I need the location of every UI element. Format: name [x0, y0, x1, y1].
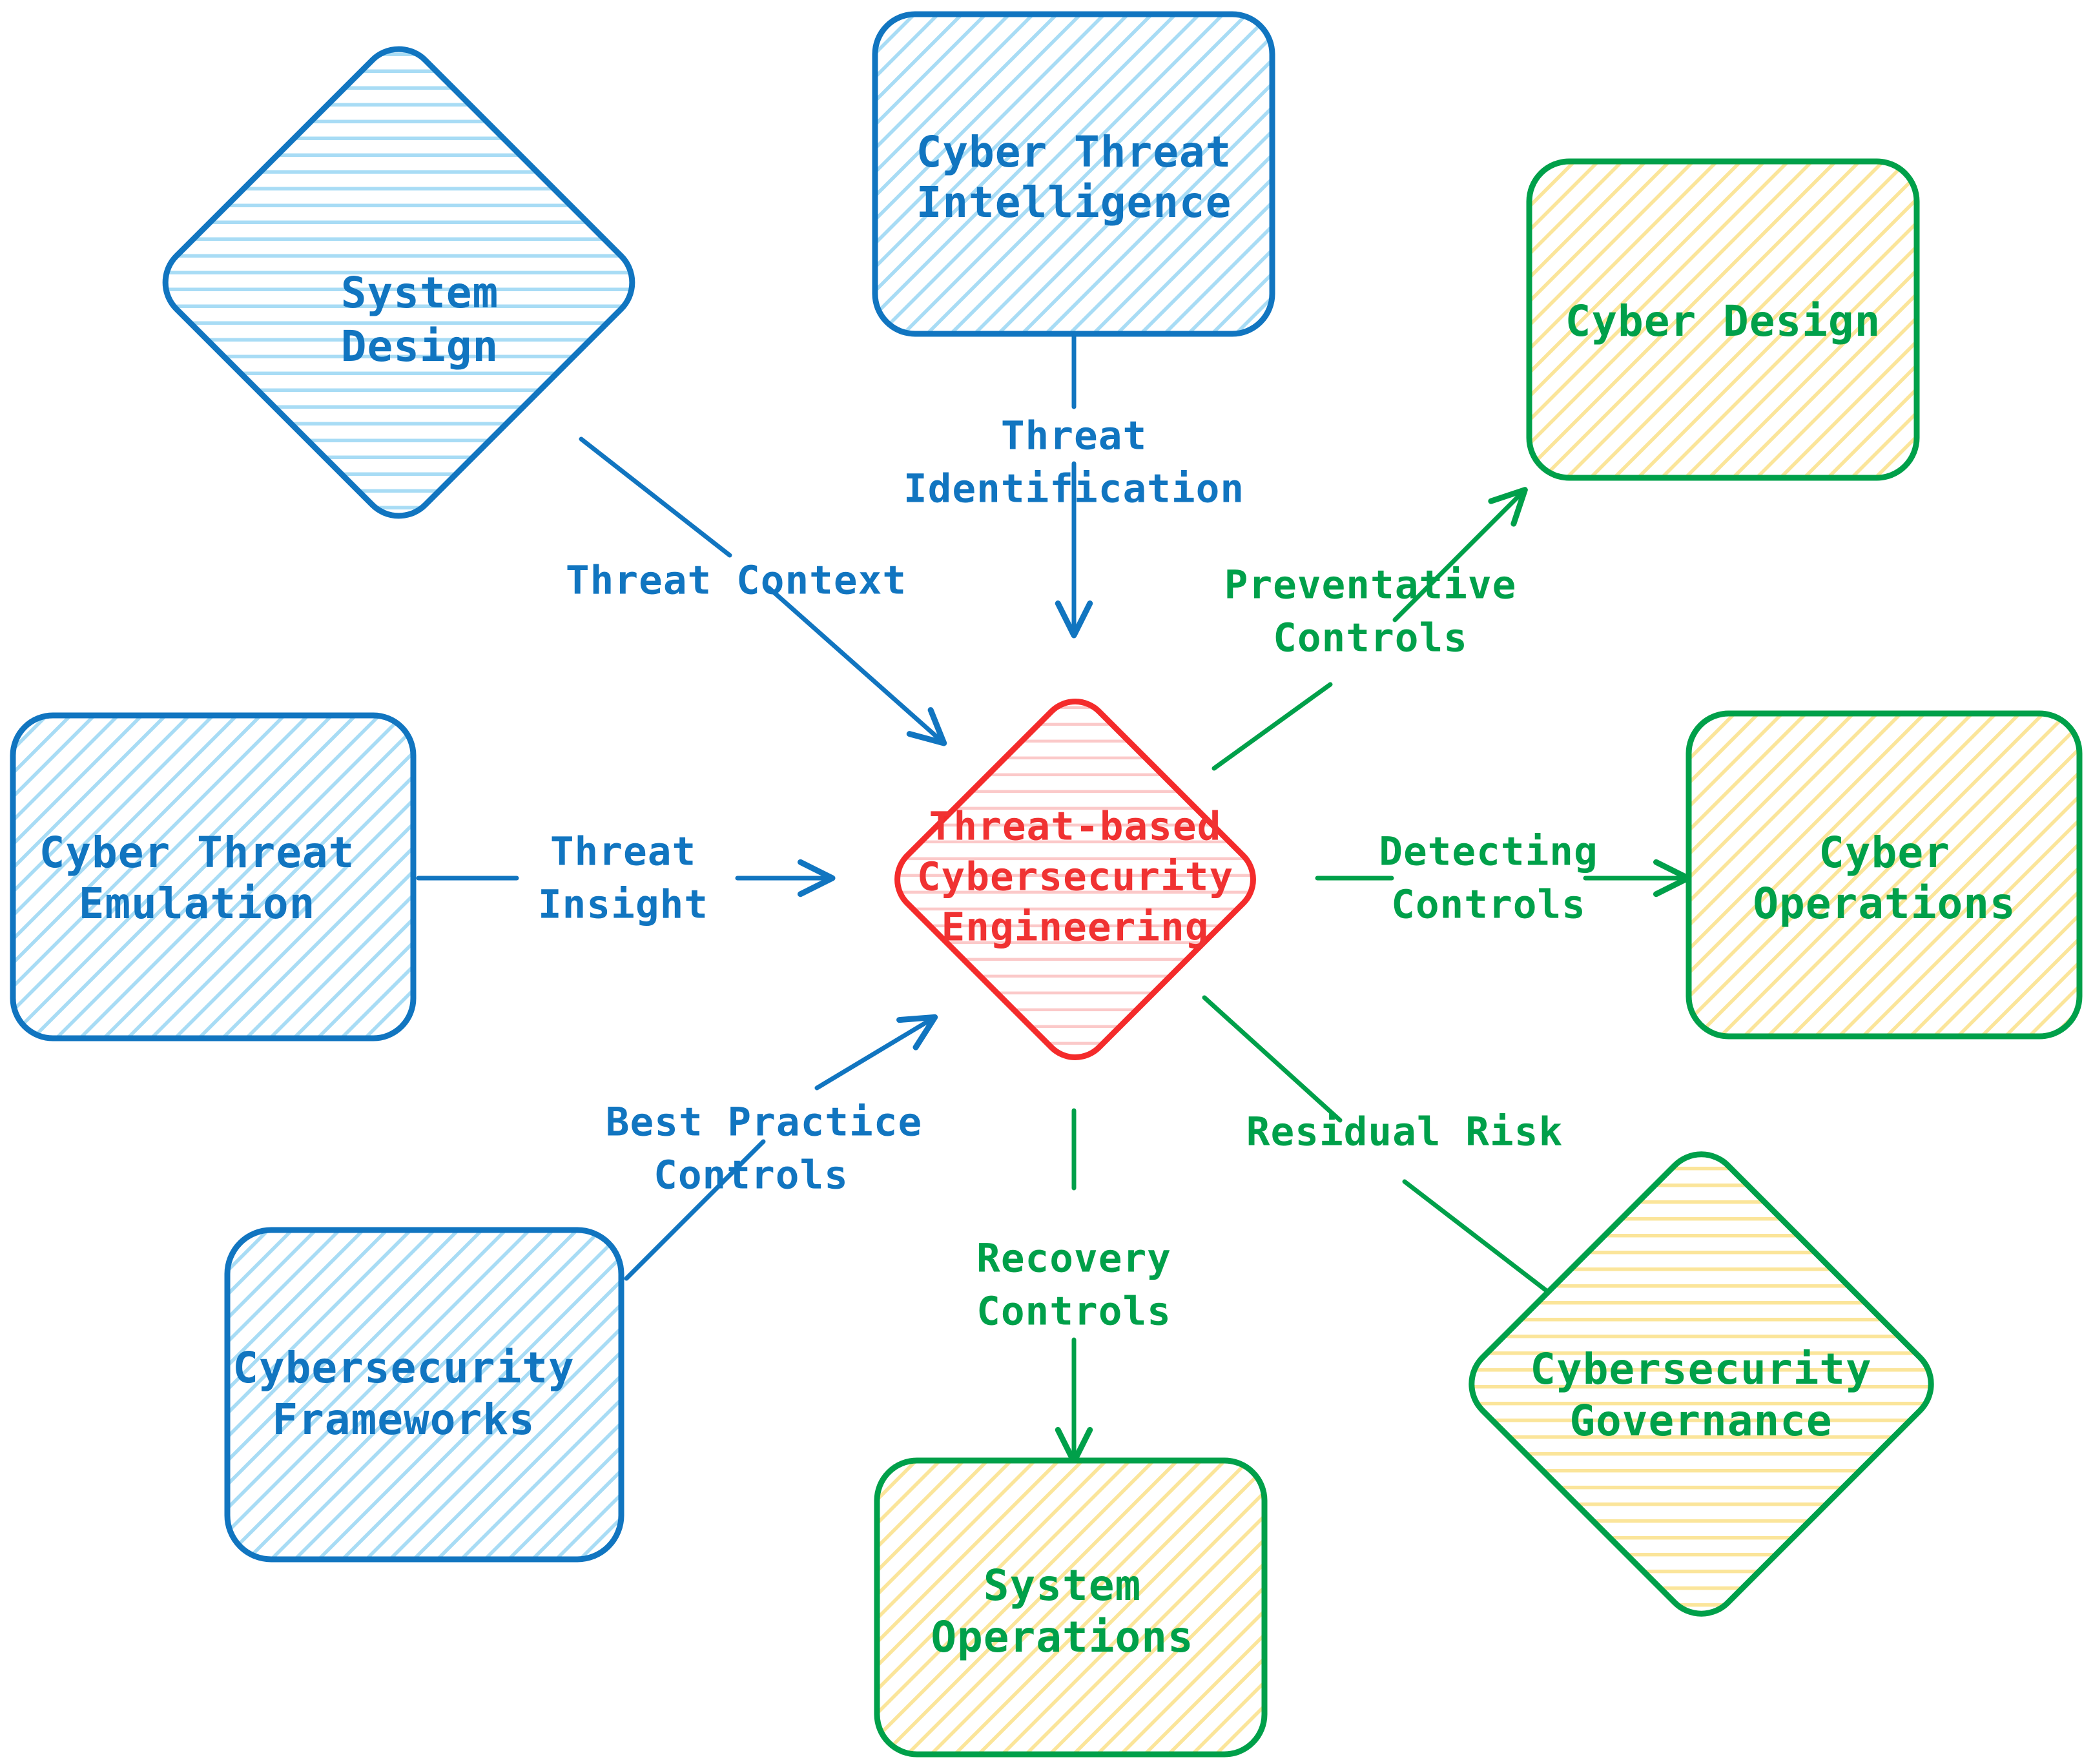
edge-threat-context-stub — [579, 436, 732, 558]
edge-preventative-label-2: Controls — [1273, 615, 1468, 661]
node-cybersecurity-frameworks-label-2: Frameworks — [272, 1395, 535, 1444]
edge-threat-context: Threat Context — [566, 436, 947, 746]
node-system-design[interactable]: System Design — [150, 34, 648, 531]
edge-best-practice-controls: Best Practice Controls — [606, 1014, 938, 1281]
edge-recovery-label-2: Controls — [976, 1289, 1171, 1335]
node-cyber-design[interactable]: Cyber Design — [1526, 158, 1920, 481]
node-cyber-threat-emulation-label-2: Emulation — [79, 879, 316, 928]
edge-preventative-label-1: Preventative — [1224, 562, 1517, 608]
node-cyber-threat-emulation-label-1: Cyber Threat — [39, 828, 355, 877]
node-cyber-operations-label-1: Cyber — [1819, 828, 1950, 877]
edge-residual-risk-line — [1402, 1179, 1580, 1317]
edge-threat-insight-label-1: Threat — [550, 829, 696, 875]
edge-recovery-controls: Recovery Controls — [976, 1108, 1171, 1465]
edge-residual-risk-label: Residual Risk — [1246, 1109, 1563, 1155]
node-cybersecurity-frameworks-label-1: Cybersecurity — [232, 1343, 575, 1393]
node-center-shape[interactable] — [883, 688, 1267, 1071]
node-system-design-label-1: System — [341, 268, 499, 318]
edge-best-practice-line — [814, 1014, 938, 1091]
node-cyber-threat-emulation-shape[interactable] — [10, 712, 417, 1041]
node-cyber-operations[interactable]: Cyber Operations — [1686, 710, 2083, 1040]
edge-best-practice-label-1: Best Practice — [606, 1100, 922, 1145]
node-cyber-threat-emulation[interactable]: Cyber Threat Emulation — [10, 712, 417, 1041]
edge-preventative-controls: Preventative Controls — [1211, 487, 1528, 771]
edge-detecting-label-2: Controls — [1391, 882, 1586, 928]
node-cybersecurity-governance-label-1: Cybersecurity — [1530, 1344, 1872, 1394]
edge-preventative-line — [1392, 487, 1528, 622]
node-cybersecurity-frameworks[interactable]: Cybersecurity Frameworks — [224, 1227, 624, 1563]
edges-group: Threat Context Threat Identification Thr… — [416, 331, 1691, 1465]
edge-preventative-stub — [1211, 682, 1333, 771]
node-cyber-design-shape[interactable] — [1526, 158, 1920, 481]
node-cyber-operations-label-2: Operations — [1753, 879, 2016, 928]
node-cyber-threat-intelligence[interactable]: Cyber Threat Intelligence — [872, 11, 1275, 337]
node-cyber-design-label: Cyber Design — [1565, 296, 1881, 346]
edge-best-practice-label-2: Controls — [654, 1153, 849, 1198]
node-cybersecurity-governance[interactable]: Cybersecurity Governance — [1456, 1139, 1946, 1629]
node-cyber-threat-intelligence-shape[interactable] — [872, 11, 1275, 337]
node-system-operations-label-2: Operations — [931, 1612, 1193, 1662]
node-cybersecurity-governance-label-2: Governance — [1569, 1396, 1832, 1446]
node-center-label-1: Threat-based — [929, 804, 1222, 850]
node-system-operations[interactable]: System Operations — [874, 1457, 1268, 1758]
edge-threat-identification: Threat Identification — [903, 331, 1244, 639]
edge-recovery-label-1: Recovery — [976, 1236, 1171, 1282]
edge-detecting-controls: Detecting Controls — [1315, 829, 1691, 928]
node-cyber-operations-shape[interactable] — [1686, 710, 2083, 1040]
node-system-operations-label-1: System — [984, 1561, 1141, 1610]
node-cyber-threat-intelligence-label-1: Cyber Threat — [916, 127, 1232, 177]
node-system-design-label-2: Design — [341, 322, 499, 371]
edge-threat-insight: Threat Insight — [416, 829, 836, 928]
edge-threat-context-line — [766, 585, 947, 746]
node-cybersecurity-frameworks-shape[interactable] — [224, 1227, 624, 1563]
node-system-operations-shape[interactable] — [874, 1457, 1268, 1758]
edge-threat-identification-label-2: Identification — [903, 466, 1244, 512]
edge-threat-insight-label-2: Insight — [538, 882, 708, 928]
node-cyber-threat-intelligence-label-2: Intelligence — [916, 178, 1232, 227]
edge-detecting-label-1: Detecting — [1379, 829, 1598, 875]
edge-best-practice-stub — [624, 1139, 766, 1281]
node-center-label-2: Cybersecurity — [917, 854, 1233, 900]
edge-threat-context-label: Threat Context — [566, 558, 907, 604]
edge-residual-risk-stub — [1202, 995, 1343, 1123]
node-cybersecurity-governance-shape[interactable] — [1456, 1139, 1946, 1629]
edge-threat-identification-label-1: Threat — [1001, 413, 1147, 459]
edge-residual-risk: Residual Risk — [1202, 995, 1580, 1317]
node-center-label-3: Engineering — [942, 905, 1210, 950]
node-threat-based-cybersecurity-engineering[interactable]: Threat-based Cybersecurity Engineering — [883, 688, 1267, 1071]
node-system-design-shape[interactable] — [150, 34, 648, 531]
